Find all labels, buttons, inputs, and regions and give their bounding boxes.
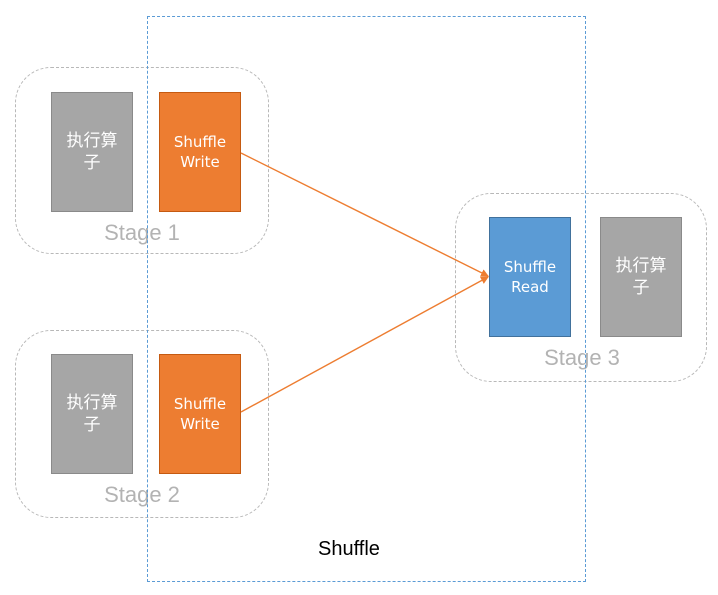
stage-2-shuffle-write-block: Shuffle Write [159,354,241,474]
stage-1-operator-block: 执行算 子 [51,92,133,212]
stage-2-operator-block: 执行算 子 [51,354,133,474]
shuffle-region [147,16,586,582]
stage-2-shuffle-write-label: Shuffle Write [173,395,227,433]
stage-3-operator-block: 执行算 子 [600,217,682,337]
stage-3-operator-label: 执行算 子 [615,256,667,298]
stage-1-label: Stage 1 [104,220,180,245]
stage-3-shuffle-read-block: Shuffle Read [489,217,571,337]
stage-1-shuffle-write-label: Shuffle Write [173,133,227,171]
stage-1-shuffle-write-block: Shuffle Write [159,92,241,212]
shuffle-region-label: Shuffle [318,538,380,560]
stage-3-label: Stage 3 [544,345,620,370]
stage-1-operator-label: 执行算 子 [66,131,118,173]
stage-2-label: Stage 2 [104,482,180,507]
stage-2-operator-label: 执行算 子 [66,393,118,435]
stage-3-shuffle-read-label: Shuffle Read [503,258,557,296]
stage-2-box [15,330,269,518]
